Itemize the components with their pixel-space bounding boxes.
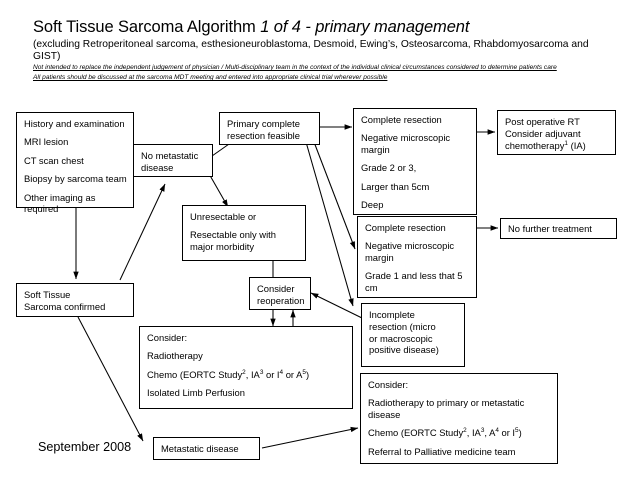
chemo-mets-mid-2: , A bbox=[484, 427, 496, 439]
confirmed-line-2: Sarcoma confirmed bbox=[24, 300, 106, 312]
workup-line-5: Other imaging as required bbox=[24, 191, 96, 215]
header-block: Soft Tissue Sarcoma Algorithm 1 of 4 - p… bbox=[33, 18, 629, 83]
consider-local-ilp: Isolated Limb Perfusion bbox=[147, 387, 245, 399]
complete-high-line-5: Deep bbox=[361, 199, 384, 211]
workup-line-1: History and examination bbox=[24, 118, 125, 129]
chemo-mets-mid-1: , IA bbox=[466, 427, 481, 439]
complete-high-line-4: Larger than 5cm bbox=[361, 180, 430, 192]
chemo-local-sup-3: 4 bbox=[279, 368, 284, 376]
chemo-local-suffix: ) bbox=[305, 368, 310, 380]
node-no-further-treatment[interactable]: No further treatment bbox=[500, 218, 617, 239]
node-consider-metastatic-treatment[interactable]: Consider: Radiotherapy to primary or met… bbox=[360, 373, 558, 464]
postoprt-line-3: chemotherapy1 (IA) bbox=[505, 140, 609, 152]
arrow-primary-to-incomplete bbox=[305, 141, 354, 307]
chemo-local-mid-1: , IA bbox=[245, 368, 260, 380]
node-initial-workup[interactable]: History and examination MRI lesion CT sc… bbox=[16, 112, 134, 214]
chemo-mets-sup-4: 5 bbox=[515, 427, 519, 435]
title-main: Soft Tissue Sarcoma Algorithm bbox=[33, 18, 261, 36]
consider-local-chemo: Chemo (EORTC Study2, IA3 or I4 or A5) bbox=[147, 369, 346, 380]
node-complete-resection-high-grade[interactable]: Complete resection Negative microscopic … bbox=[353, 108, 477, 215]
node-no-metastatic-disease[interactable]: No metastatic disease bbox=[133, 144, 213, 177]
incomplete-line-4: positive disease) bbox=[369, 344, 439, 356]
arrow-primary-to-complete-low bbox=[313, 141, 356, 250]
incomplete-line-2: resection (micro bbox=[369, 320, 436, 332]
workup-line-4: Biopsy by sarcoma team bbox=[24, 173, 127, 185]
complete-high-line-2: Negative microscopic margin bbox=[361, 132, 451, 155]
postoprt-suffix: (IA) bbox=[567, 139, 586, 151]
nomets-line-2: disease bbox=[141, 161, 174, 173]
consider-local-heading: Consider: bbox=[147, 332, 188, 343]
node-primary-complete-resection-feasible[interactable]: Primary complete resection feasible bbox=[219, 112, 320, 145]
postoprt-line-2: Consider adjuvant bbox=[505, 127, 581, 139]
node-consider-reoperation[interactable]: Consider reoperation bbox=[249, 277, 311, 310]
arrow-metastatic-to-consider-mets bbox=[261, 426, 359, 449]
chemo-local-prefix: Chemo (EORTC Study bbox=[147, 368, 243, 380]
node-complete-resection-low-grade[interactable]: Complete resection Negative microscopic … bbox=[357, 216, 477, 298]
arrow-nomets-to-unresectable bbox=[207, 171, 229, 208]
workup-line-3: CT scan chest bbox=[24, 154, 84, 166]
node-incomplete-resection[interactable]: Incomplete resection (micro or macroscop… bbox=[361, 303, 465, 367]
complete-high-line-1: Complete resection bbox=[361, 114, 442, 125]
node-consider-local-treatment[interactable]: Consider: Radiotherapy Chemo (EORTC Stud… bbox=[139, 326, 353, 409]
node-post-operative-rt[interactable]: Post operative RT Consider adjuvant chem… bbox=[497, 110, 616, 155]
reoperation-line-1: Consider bbox=[257, 283, 295, 294]
chemo-local-mid-3: or A bbox=[283, 368, 303, 380]
primary-line-2: resection feasible bbox=[227, 129, 300, 141]
complete-low-line-2: Negative microscopic margin bbox=[365, 240, 455, 263]
incomplete-line-1: Incomplete bbox=[369, 309, 415, 320]
complete-low-line-3: Grade 1 and less that 5 cm bbox=[365, 270, 463, 293]
arrow-confirmed-to-metastatic bbox=[77, 316, 144, 442]
reoperation-line-2: reoperation bbox=[257, 294, 305, 306]
consider-mets-heading: Consider: bbox=[368, 379, 409, 390]
postoprt-line-1: Post operative RT bbox=[505, 116, 580, 127]
disclaimer-line-1: Not intended to replace the independent … bbox=[33, 64, 557, 72]
unresectable-line-1: Unresectable or bbox=[190, 211, 257, 222]
subtitle: (excluding Retroperitoneal sarcoma, esth… bbox=[33, 39, 589, 63]
node-unresectable[interactable]: Unresectable or Resectable only with maj… bbox=[182, 205, 306, 261]
title-italic: 1 of 4 - primary management bbox=[260, 18, 470, 36]
chemo-mets-sup-1: 2 bbox=[463, 427, 467, 435]
chemo-local-sup-2: 3 bbox=[259, 368, 264, 376]
chemo-mets-sup-2: 3 bbox=[480, 427, 485, 435]
workup-line-2: MRI lesion bbox=[24, 136, 69, 148]
consider-mets-referral: Referral to Palliative medicine team bbox=[368, 445, 516, 457]
chemo-local-sup-1: 2 bbox=[242, 368, 246, 376]
confirmed-line-1: Soft Tissue bbox=[24, 289, 71, 300]
consider-mets-radiotherapy: Radiotherapy to primary or metastatic di… bbox=[368, 397, 525, 420]
no-further-label: No further treatment bbox=[508, 223, 592, 234]
postoprt-sup: 1 bbox=[564, 139, 568, 147]
page-title: Soft Tissue Sarcoma Algorithm 1 of 4 - p… bbox=[33, 18, 629, 37]
chemo-mets-prefix: Chemo (EORTC Study bbox=[368, 427, 464, 439]
postoprt-chemo-text: chemotherapy bbox=[505, 139, 565, 151]
chemo-mets-suffix: ) bbox=[518, 427, 522, 439]
complete-low-line-1: Complete resection bbox=[365, 222, 446, 233]
chemo-mets-mid-3: or I bbox=[498, 427, 516, 439]
disclaimer-line-2: All patients should be discussed at the … bbox=[33, 74, 388, 82]
consider-local-radiotherapy: Radiotherapy bbox=[147, 350, 203, 362]
consider-mets-chemo: Chemo (EORTC Study2, IA3, A4 or I5) bbox=[368, 427, 551, 438]
node-sarcoma-confirmed[interactable]: Soft Tissue Sarcoma confirmed bbox=[16, 283, 134, 317]
primary-line-1: Primary complete bbox=[227, 118, 300, 129]
arrow-incomplete-to-reoperation bbox=[310, 292, 363, 319]
metastatic-label: Metastatic disease bbox=[161, 443, 239, 454]
unresectable-line-2: Resectable only with major morbidity bbox=[190, 229, 276, 252]
complete-high-line-3: Grade 2 or 3, bbox=[361, 162, 417, 174]
incomplete-line-3: or macroscopic bbox=[369, 332, 433, 344]
chemo-mets-sup-3: 4 bbox=[495, 427, 499, 435]
node-metastatic-disease[interactable]: Metastatic disease bbox=[153, 437, 260, 460]
chemo-local-mid-2: or I bbox=[263, 368, 280, 380]
chemo-local-sup-4: 5 bbox=[302, 368, 306, 376]
nomets-line-1: No metastatic bbox=[141, 150, 199, 161]
date-label: September 2008 bbox=[38, 440, 132, 454]
